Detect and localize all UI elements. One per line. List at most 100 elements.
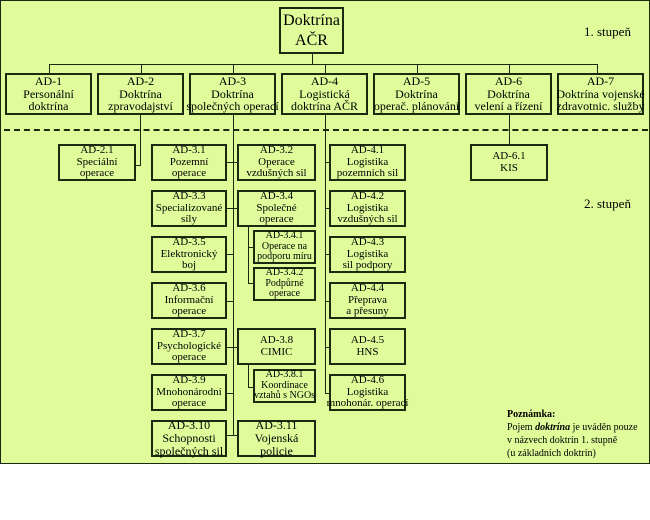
- node-title: mnohonár. operací: [326, 397, 409, 410]
- connector: [141, 64, 142, 73]
- node-title: zdravotnic. služby: [556, 99, 645, 114]
- root-line2: AČR: [295, 31, 328, 49]
- node-title: Elektronický: [160, 247, 218, 260]
- node-ad-3-4[interactable]: AD-3.4 Společné operace: [237, 190, 316, 227]
- node-title: operace: [171, 351, 207, 364]
- node-code: AD-3: [218, 73, 247, 88]
- node-ad-3-5[interactable]: AD-3.5 Elektronický boj: [151, 236, 227, 273]
- node-title: vzdušných sil: [337, 213, 398, 226]
- node-code: AD-6.1: [492, 149, 526, 162]
- node-ad-3-8[interactable]: AD-3.8 CIMIC: [237, 328, 316, 365]
- node-ad-3-4-2[interactable]: AD-3.4.2 Podpůrné operace: [253, 267, 316, 301]
- node-ad-4-5[interactable]: AD-4.5 HNS: [329, 328, 406, 365]
- node-title: Logistika: [346, 201, 389, 214]
- connector: [417, 64, 418, 73]
- node-ad-3-9[interactable]: AD-3.9 Mnohonárodní operace: [151, 374, 227, 411]
- node-title: a přesuny: [346, 305, 389, 318]
- node-code: AD-3.1: [172, 143, 206, 156]
- connector: [226, 208, 240, 209]
- node-code: AD-3.3: [172, 189, 206, 202]
- node-ad-3-4-1[interactable]: AD-3.4.1 Operace na podporu míru: [253, 230, 316, 264]
- note-text: Pojem: [507, 422, 536, 433]
- node-code: AD-3.8: [259, 333, 294, 346]
- node-title: Doktrína: [119, 86, 162, 101]
- node-ad-2[interactable]: AD-2 Doktrína zpravodajství: [97, 73, 184, 115]
- node-ad-2-1[interactable]: AD-2.1 Speciální operace: [58, 144, 136, 181]
- note-text: je uváděn pouze: [570, 422, 638, 433]
- node-code: AD-3.8.1: [265, 368, 304, 380]
- node-code: AD-4.3: [350, 235, 385, 248]
- node-title: Operace na: [261, 240, 308, 252]
- connector: [325, 301, 330, 302]
- node-title: doktrína AČR: [290, 99, 358, 114]
- node-ad-5[interactable]: AD-5 Doktrína operač. plánování: [373, 73, 460, 115]
- node-ad-4-6[interactable]: AD-4.6 Logistika mnohonár. operací: [326, 374, 409, 411]
- node-ad-4[interactable]: AD-4 Logistická doktrína AČR: [281, 73, 368, 115]
- node-title: Doktrína: [487, 86, 530, 101]
- node-title: Doktrína vojenské: [556, 86, 645, 101]
- node-code: AD-6: [494, 73, 523, 88]
- node-ad-3-7[interactable]: AD-3.7 Psychologické operace: [151, 328, 227, 365]
- node-title: podporu míru: [257, 251, 312, 263]
- node-title: vzdušných sil: [246, 167, 307, 180]
- node-code: AD-2.1: [80, 143, 114, 156]
- node-code: AD-3.5: [172, 235, 206, 248]
- node-title: Speciální: [76, 155, 118, 168]
- node-title: Pozemní: [169, 155, 209, 168]
- node-ad-3-6[interactable]: AD-3.6 Informační operace: [151, 282, 227, 319]
- node-title: operace: [259, 213, 294, 226]
- node-ad-4-2[interactable]: AD-4.2 Logistika vzdušných sil: [329, 190, 406, 227]
- node-title: Logistika: [346, 155, 389, 168]
- node-title: společných sil: [154, 443, 224, 458]
- node-ad-6[interactable]: AD-6 Doktrína velení a řízení: [465, 73, 552, 115]
- node-ad-7[interactable]: AD-7 Doktrína vojenské zdravotnic. služb…: [556, 73, 645, 115]
- connector: [509, 64, 510, 73]
- node-ad-3-8-1[interactable]: AD-3.8.1 Koordinace vztahů s NGOs: [253, 369, 316, 403]
- node-code: AD-3.4.1: [265, 229, 304, 241]
- node-ad-4-3[interactable]: AD-4.3 Logistika sil podpory: [329, 236, 406, 273]
- node-ad-4-1[interactable]: AD-4.1 Logistika pozemních sil: [329, 144, 406, 181]
- level-divider: [4, 129, 648, 131]
- node-title: Podpůrné: [265, 277, 304, 289]
- node-title: CIMIC: [260, 345, 293, 358]
- node-ad-3-11[interactable]: AD-3.11 Vojenská policie: [237, 418, 316, 457]
- note: Poznámka: Pojem doktrína je uváděn pouze…: [507, 408, 638, 460]
- node-title: Doktrína: [211, 86, 254, 101]
- node-title: HNS: [356, 345, 379, 358]
- connector: [49, 64, 597, 65]
- node-ad-3-10[interactable]: AD-3.10 Schopnosti společných sil: [151, 419, 227, 458]
- level1-label: 1. stupeň: [584, 24, 631, 39]
- node-title: Mnohonárodní: [156, 385, 222, 398]
- node-ad-3-3[interactable]: AD-3.3 Specializované síly: [151, 190, 227, 227]
- connector: [233, 64, 234, 73]
- root-line1: Doktrína: [283, 12, 340, 30]
- connector: [325, 254, 330, 255]
- node-ad-3-2[interactable]: AD-3.2 Operace vzdušných sil: [237, 144, 316, 181]
- node-code: AD-3.11: [255, 418, 298, 433]
- connector: [49, 64, 50, 73]
- node-code: AD-4.2: [350, 189, 385, 202]
- node-code: AD-4: [310, 73, 339, 88]
- note-title: Poznámka:: [507, 409, 556, 420]
- node-code: AD-2: [126, 73, 155, 88]
- root-node-doktrina-acr[interactable]: Doktrína AČR: [279, 7, 344, 54]
- node-ad-1[interactable]: AD-1 Personální doktrína: [5, 73, 92, 115]
- node-title: operač. plánování: [373, 99, 460, 114]
- node-title: boj: [181, 259, 197, 272]
- node-ad-3[interactable]: AD-3 Doktrína společných operací: [186, 73, 279, 115]
- node-title: Operace: [258, 155, 295, 168]
- level2-label: 2. stupeň: [584, 196, 631, 211]
- node-title: vztahů s NGOs: [253, 390, 316, 402]
- node-ad-4-4[interactable]: AD-4.4 Přeprava a přesuny: [329, 282, 406, 319]
- node-title: operace: [171, 397, 207, 410]
- node-ad-6-1[interactable]: AD-6.1 KIS: [470, 144, 548, 181]
- connector: [248, 283, 254, 284]
- node-title: Personální: [23, 86, 74, 101]
- connector: [140, 114, 141, 166]
- node-ad-3-1[interactable]: AD-3.1 Pozemní operace: [151, 144, 227, 181]
- note-line3: (u základních doktrín): [507, 448, 596, 459]
- connector: [248, 247, 254, 248]
- node-title: síly: [181, 213, 197, 226]
- connector: [248, 362, 249, 388]
